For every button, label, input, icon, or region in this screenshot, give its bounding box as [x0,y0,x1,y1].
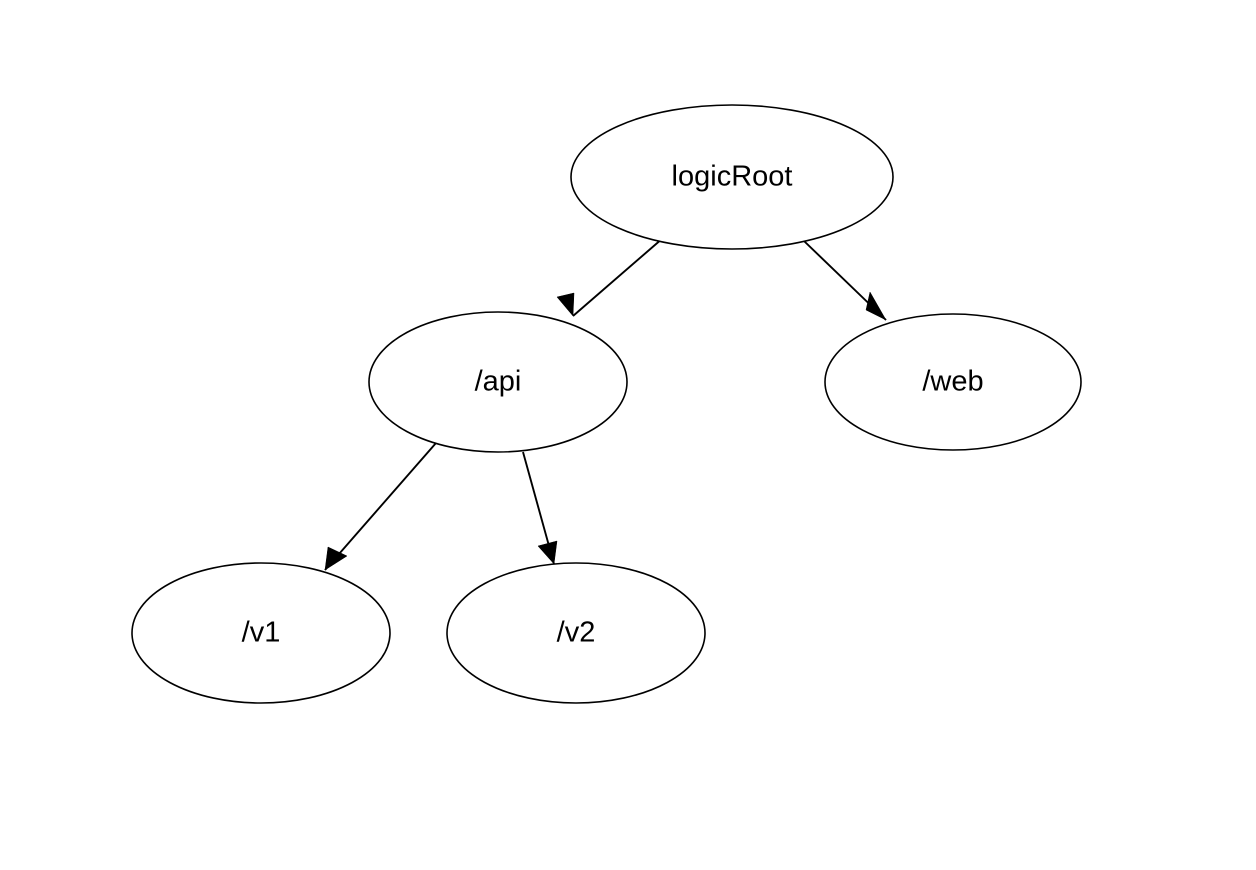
edge-logicroot-to-web[interactable] [803,240,887,321]
node-v1[interactable]: /v1 [131,562,391,704]
node-label: /web [922,366,983,398]
node-ellipse-shape [131,562,391,704]
node-api[interactable]: /api [368,311,628,453]
node-ellipse-shape [446,562,706,704]
node-ellipse-shape [824,313,1082,451]
node-ellipse-shape [570,104,894,250]
arrowhead-icon [324,546,348,571]
arrowhead-icon [865,291,887,321]
node-v2[interactable]: /v2 [446,562,706,704]
edges-group [324,237,887,571]
edge-api-to-v2[interactable] [522,451,558,565]
node-ellipse-shape [368,311,628,453]
node-label: logicRoot [672,161,793,193]
arrowhead-icon [556,292,575,317]
nodes-group: logicRoot /api /web /v1 /v2 [131,104,1082,704]
edge-line [324,442,437,571]
node-label: /v1 [242,617,281,649]
edge-logicroot-to-api[interactable] [556,237,664,317]
arrowhead-icon [537,540,558,565]
node-logicroot[interactable]: logicRoot [570,104,894,250]
node-web[interactable]: /web [824,313,1082,451]
node-label: /v2 [557,617,596,649]
edge-line [572,237,664,317]
node-label: /api [475,366,522,398]
edge-api-to-v1[interactable] [324,442,437,571]
